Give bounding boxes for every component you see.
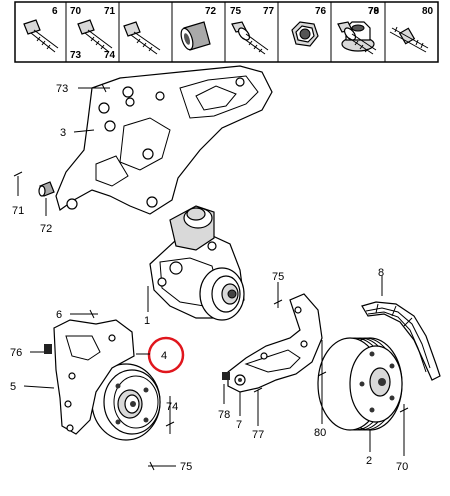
callout-80: 80 (314, 427, 326, 439)
mounting-bracket-3[interactable] (55, 65, 273, 215)
leader-lines (13, 83, 409, 471)
stud-icon (389, 26, 429, 53)
callout-3: 3 (60, 127, 66, 139)
callout-72: 72 (40, 223, 52, 235)
callout-75-lower: 75 (180, 461, 192, 473)
callout-8: 8 (378, 267, 384, 279)
fastener-cell-71-74[interactable]: 71 74 (104, 6, 161, 61)
crankshaft-pulley-2[interactable] (317, 337, 403, 431)
callout-78: 78 (218, 409, 230, 421)
fastener-label-80: 80 (422, 6, 434, 17)
callout-2: 2 (366, 455, 372, 467)
bolt-icon (77, 19, 113, 53)
callout-75-upper: 75 (272, 271, 284, 283)
fastener-label-75: 75 (230, 6, 242, 17)
spacer-72[interactable] (38, 181, 55, 197)
fastener-label-71: 71 (104, 6, 116, 17)
fastener-label-73: 73 (70, 50, 82, 61)
spacer-sleeve-icon (180, 21, 211, 51)
callout-73: 73 (56, 83, 68, 95)
callout-labels: 73 3 71 72 1 75 8 6 76 5 74 75 78 7 77 8… (10, 83, 408, 473)
tensioner-bracket-7[interactable] (227, 293, 323, 393)
fastener-table: 6 70 73 71 (14, 1, 439, 63)
fastener-label-77: 77 (263, 6, 275, 17)
callout-71: 71 (12, 205, 24, 217)
fastener-label-76: 76 (315, 6, 327, 17)
fastener-label-70: 70 (70, 6, 82, 17)
callout-77: 77 (252, 429, 264, 441)
nut-76[interactable] (44, 344, 52, 354)
callout-5: 5 (10, 381, 16, 393)
flange-bolt-icon (231, 21, 269, 55)
drive-belt-8[interactable] (361, 301, 441, 381)
callout-4: 4 (161, 350, 167, 362)
pulley-4[interactable] (91, 363, 161, 441)
fastener-cell-80[interactable]: 80 (389, 6, 434, 53)
callout-6: 6 (56, 309, 62, 321)
callout-1: 1 (144, 315, 150, 327)
fastener-cell-6[interactable]: 6 (23, 6, 59, 53)
fastener-label-6: 6 (52, 6, 58, 17)
callout-74: 74 (166, 401, 178, 413)
callout-7: 7 (236, 419, 242, 431)
nut-78[interactable] (222, 372, 230, 380)
fastener-label-78: 78 (368, 6, 380, 17)
highlighted-callout-4[interactable]: 4 (136, 336, 185, 374)
fastener-cell-76[interactable]: 76 (291, 6, 327, 47)
fastener-cell-70-73[interactable]: 70 73 (70, 6, 113, 61)
fastener-label-74: 74 (104, 50, 116, 61)
bolt-icon (23, 19, 59, 53)
bolt-icon (123, 21, 161, 55)
callout-70: 70 (396, 461, 408, 473)
fastener-label-72: 72 (205, 6, 217, 17)
fastener-cell-72[interactable]: 72 (179, 6, 217, 51)
power-steering-pump-1[interactable] (149, 205, 245, 321)
bracket-plate-5[interactable] (53, 319, 135, 435)
callout-76: 76 (10, 347, 22, 359)
fastener-cell-75-77[interactable]: 75 77 (230, 6, 275, 55)
hex-nut-icon (291, 21, 319, 47)
